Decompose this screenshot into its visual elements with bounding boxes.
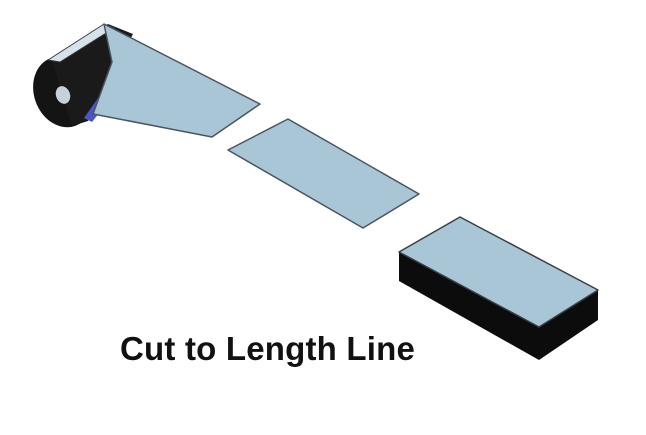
coil-top-band bbox=[46, 23, 116, 63]
uncoiled-strip bbox=[92, 23, 261, 138]
stack-right-side bbox=[539, 290, 598, 360]
cut-sheet bbox=[227, 118, 420, 229]
coil-core bbox=[55, 86, 71, 104]
sheet-stack bbox=[398, 216, 599, 360]
stack-top-face bbox=[398, 216, 599, 328]
diagram-caption: Cut to Length Line bbox=[120, 330, 416, 367]
stack-front-side bbox=[399, 252, 539, 360]
